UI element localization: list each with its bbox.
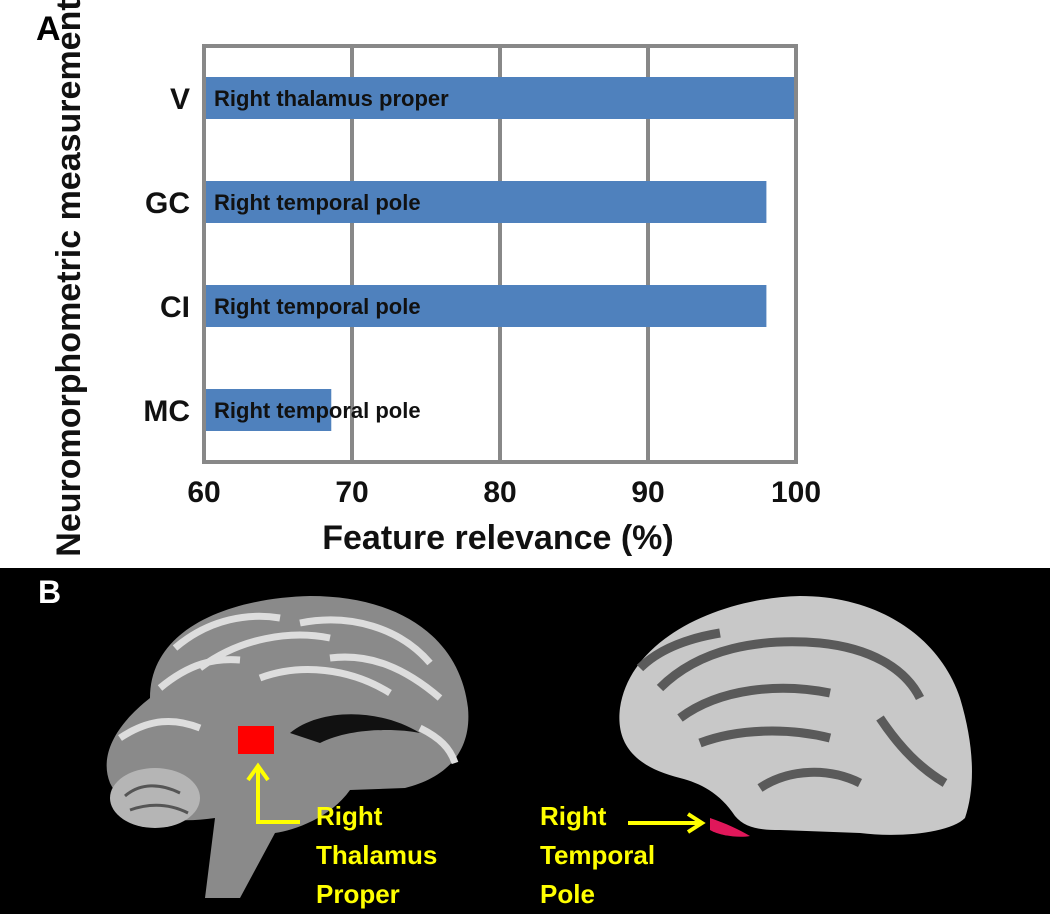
temporal-pole-highlight bbox=[710, 818, 750, 837]
bar bbox=[204, 285, 767, 327]
panel-a-label: A bbox=[36, 10, 61, 48]
bar-label: Right temporal pole bbox=[214, 190, 421, 215]
bar-label: Right temporal pole bbox=[214, 294, 421, 319]
x-axis-title: Feature relevance (%) bbox=[322, 519, 674, 557]
temporal-pole-arrow bbox=[628, 812, 706, 834]
category-label: CI bbox=[160, 291, 190, 324]
temporal-pole-callout-line-2: Temporal bbox=[540, 840, 656, 870]
thalamus-callout-line-3: Proper bbox=[316, 879, 400, 909]
x-tick-label: 70 bbox=[335, 476, 368, 509]
panel-b-label: B bbox=[38, 574, 62, 610]
brain-illustrations bbox=[106, 596, 972, 898]
bar bbox=[204, 181, 767, 223]
temporal-pole-callout-line-3: Pole bbox=[540, 879, 595, 909]
thalamus-callout-line-2: Thalamus bbox=[316, 840, 438, 870]
category-labels: V GC CI MC bbox=[143, 83, 190, 428]
sagittal-brain-image bbox=[106, 596, 469, 898]
bar bbox=[204, 389, 332, 431]
bar-label: Right thalamus proper bbox=[214, 86, 449, 111]
category-label: GC bbox=[145, 187, 190, 220]
brain-images-panel: B Right Thalamus Proper bbox=[0, 568, 1050, 914]
temporal-pole-callout: Right Temporal Pole bbox=[540, 797, 655, 914]
thalamus-arrow bbox=[246, 762, 300, 824]
plot-frame bbox=[202, 44, 798, 464]
temporal-pole-callout-line-1: Right bbox=[540, 801, 607, 831]
bar bbox=[204, 77, 796, 119]
y-axis-title: Neuromorphometric measurement bbox=[50, 0, 88, 557]
category-label: V bbox=[170, 83, 190, 116]
x-tick-label: 100 bbox=[771, 476, 821, 509]
bar-label: Right temporal pole bbox=[214, 398, 421, 423]
x-tick-label: 90 bbox=[631, 476, 664, 509]
thalamus-callout: Right Thalamus Proper bbox=[316, 797, 437, 914]
cortical-surface-image bbox=[619, 596, 972, 837]
bars bbox=[204, 77, 796, 431]
x-tick-label: 80 bbox=[483, 476, 516, 509]
thalamus-highlight bbox=[238, 726, 274, 754]
x-tick-labels: 60 70 80 90 100 bbox=[187, 476, 821, 509]
thalamus-callout-line-1: Right bbox=[316, 801, 383, 831]
category-label: MC bbox=[143, 395, 190, 428]
x-tick-label: 60 bbox=[187, 476, 220, 509]
